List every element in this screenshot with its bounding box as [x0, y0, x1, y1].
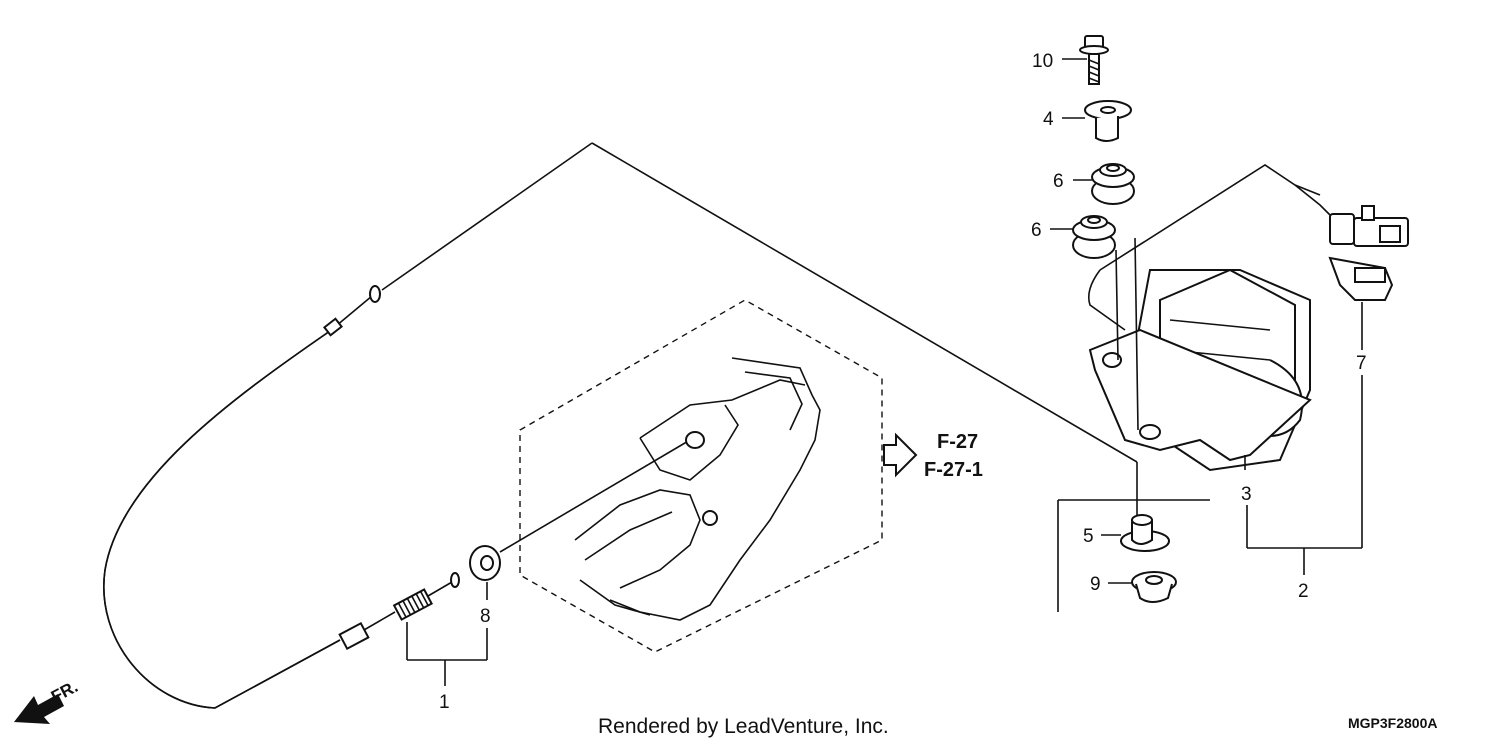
cable-end-fitting-lower: [450, 572, 460, 588]
nut-leader-line: [499, 439, 691, 553]
callout-7[interactable]: 7: [1356, 353, 1367, 374]
reference-code-1[interactable]: F-27: [937, 431, 978, 453]
front-arrow-icon: [14, 694, 64, 724]
callout-3[interactable]: 3: [1241, 484, 1252, 505]
cable-adjuster-upper: [323, 317, 343, 337]
part-1-bracket-lines: [406, 582, 488, 686]
nut-part-9[interactable]: [1131, 571, 1177, 603]
grommet-part-6-upper[interactable]: [1091, 163, 1135, 205]
bolt-part-10[interactable]: [1079, 35, 1109, 85]
callout-6-lower[interactable]: 6: [1031, 220, 1042, 241]
cable-end-fitting-upper: [369, 285, 381, 303]
clip-part-7[interactable]: [1328, 256, 1394, 301]
reference-arrow-icon: [883, 432, 918, 478]
nut-part-8[interactable]: [469, 545, 501, 581]
servo-motor-part-3[interactable]: [1087, 164, 1321, 472]
callout-9[interactable]: 9: [1090, 574, 1101, 595]
diagram-code: MGP3F2800A: [1348, 715, 1437, 731]
connector-assembly[interactable]: [1294, 184, 1409, 247]
callout-10[interactable]: 10: [1032, 51, 1053, 72]
throttle-cable[interactable]: [103, 285, 460, 709]
collar-part-5[interactable]: [1120, 514, 1170, 552]
callout-6-upper[interactable]: 6: [1053, 171, 1064, 192]
assembly-bracket-lines: [1057, 375, 1363, 612]
throttle-body-sketch: [574, 357, 821, 621]
reference-region: [519, 299, 883, 653]
cable-spring: [392, 588, 434, 621]
callout-2[interactable]: 2: [1298, 581, 1309, 602]
cable-leader-lines: [381, 142, 1138, 463]
reference-code-2[interactable]: F-27-1: [924, 459, 983, 481]
render-credit: Rendered by LeadVenture, Inc.: [598, 715, 889, 738]
cable-lower-ferrule: [338, 621, 370, 651]
collar-part-4[interactable]: [1084, 100, 1132, 142]
callout-5[interactable]: 5: [1083, 526, 1094, 547]
grommet-leader-lower: [1115, 249, 1119, 361]
callout-4[interactable]: 4: [1043, 109, 1054, 130]
grommet-leader-upper: [1134, 237, 1139, 431]
callout-1[interactable]: 1: [439, 692, 450, 713]
callout-8[interactable]: 8: [480, 606, 491, 627]
grommet-part-6-lower[interactable]: [1072, 215, 1116, 259]
